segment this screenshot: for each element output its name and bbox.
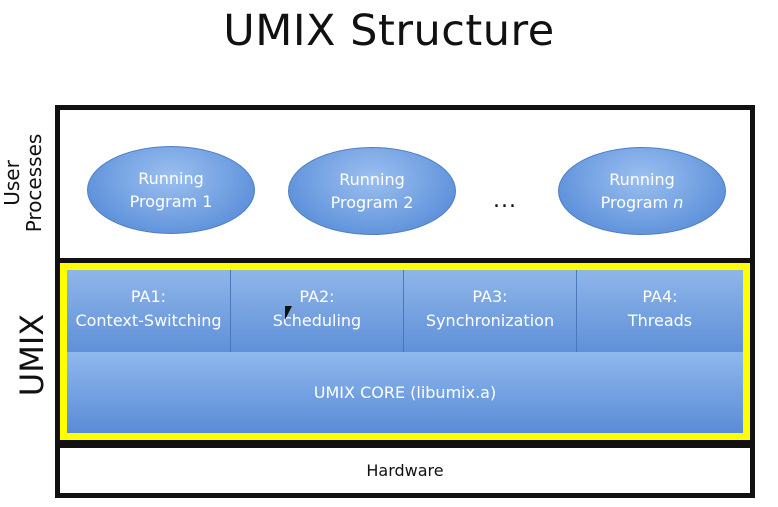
user-label-line2: Processes — [22, 133, 46, 233]
pa1-label: PA1: — [130, 287, 167, 306]
pa4-topic: Threads — [627, 311, 693, 330]
page-title: UMIX Structure — [223, 6, 555, 56]
program-1-line2: Program 1 — [129, 192, 213, 211]
user-label-line1: User — [0, 160, 24, 206]
umix-core: UMIX CORE (libumix.a) — [67, 352, 743, 433]
program-2-line2: Program 2 — [330, 193, 414, 212]
running-program-1: Running Program 1 — [87, 146, 255, 234]
user-processes-label: User Processes — [0, 113, 49, 253]
pa4-label: PA4: — [642, 287, 678, 306]
program-n-line2: Program n — [559, 191, 725, 214]
hardware-layer — [55, 443, 755, 498]
umix-label: UMIX — [13, 313, 51, 397]
pa4-cell: PA4: Threads — [577, 270, 743, 352]
program-n-line1: Running — [609, 170, 675, 189]
pa2-topic: Scheduling — [272, 311, 362, 330]
running-program-2: Running Program 2 — [288, 147, 456, 235]
pa1-topic: Context-Switching — [75, 311, 222, 330]
pa3-label: PA3: — [472, 287, 508, 306]
ellipsis: ... — [493, 188, 517, 213]
program-2-line1: Running — [339, 170, 405, 189]
pa2-label: PA2: — [299, 287, 335, 306]
pa3-topic: Synchronization — [425, 311, 555, 330]
program-1-line1: Running — [138, 169, 204, 188]
program-n-variable: n — [673, 193, 684, 212]
program-n-text: Program — [600, 193, 674, 212]
mouse-cursor-icon — [285, 306, 292, 320]
pa2-cell: PA2: Scheduling — [231, 270, 404, 352]
pa3-cell: PA3: Synchronization — [404, 270, 577, 352]
pa1-cell: PA1: Context-Switching — [67, 270, 231, 352]
running-program-n: Running Program n — [558, 147, 726, 235]
hardware-label: Hardware — [366, 461, 444, 480]
